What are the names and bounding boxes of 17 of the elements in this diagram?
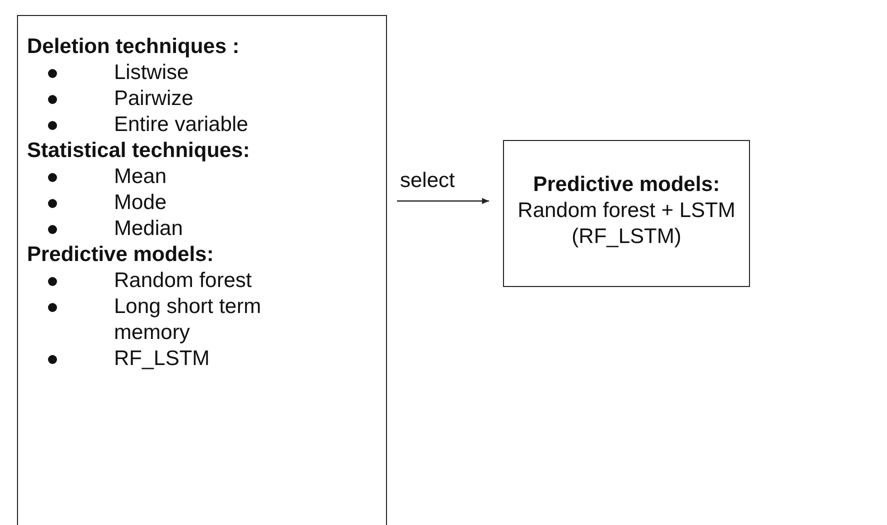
- list-item: Median: [114, 216, 374, 242]
- process-box: [503, 140, 750, 287]
- list-item: Mode: [114, 190, 374, 216]
- list-item: Pairwize: [114, 86, 374, 112]
- model-description: Random forest + LSTM (RF_LSTM): [516, 198, 736, 250]
- list-item: RF_LSTM: [114, 346, 374, 372]
- section-heading: Statistical techniques:: [27, 138, 251, 164]
- section-heading: Predictive models:: [27, 242, 215, 268]
- section-heading: Deletion techniques :: [27, 34, 240, 60]
- list-item: Long short term memory: [114, 294, 314, 346]
- list-item: Entire variable: [114, 112, 374, 138]
- section-heading: Predictive models:: [533, 172, 720, 198]
- list-box: [17, 15, 387, 525]
- list-item: Mean: [114, 164, 374, 190]
- list-item: Random forest: [114, 268, 374, 294]
- arrow: [397, 198, 489, 204]
- list-item: Listwise: [114, 60, 374, 86]
